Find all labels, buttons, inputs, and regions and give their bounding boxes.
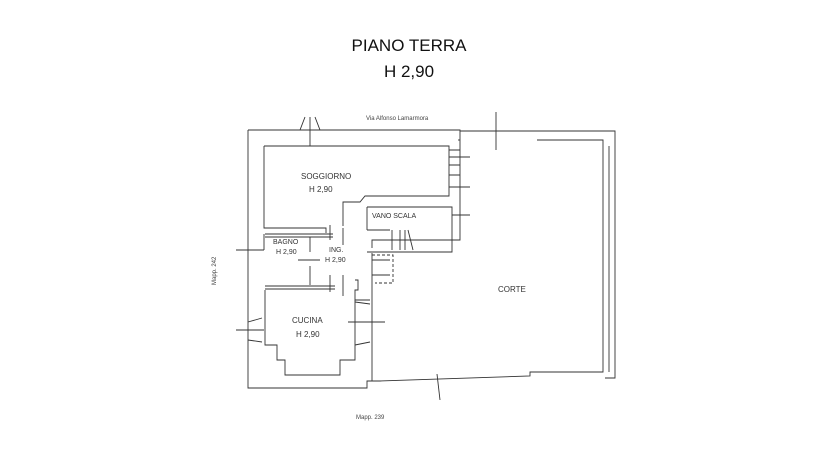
outer-wall [248,129,616,379]
plan-height: H 2,90 [383,62,435,81]
cucina-wall [264,290,356,376]
room-cucina-height: H 2,90 [296,330,320,339]
room-corte-name: CORTE [498,285,526,294]
vano-scala-wall [367,206,453,253]
neighbor-left-label: Mapp. 242 [212,256,218,285]
soggiorno-wall [264,145,450,226]
room-ingresso-height: H 2,90 [325,257,346,264]
corte-inner [370,139,604,382]
room-soggiorno-height: H 2,90 [309,185,333,194]
room-soggiorno-name: SOGGIORNO [301,172,352,181]
room-bagno-name: BAGNO [273,239,299,246]
plan-title: PIANO TERRA [351,36,467,55]
room-cucina-name: CUCINA [292,316,323,325]
room-vano-scala-name: VANO SCALA [372,213,417,220]
street-label: Via Alfonso Lamarmora [366,116,429,122]
room-ingresso-name: ING. [329,247,344,254]
neighbor-bottom-label: Mapp. 239 [356,415,385,421]
room-bagno-height: H 2,90 [276,249,297,256]
outer-wall-left [247,130,370,389]
